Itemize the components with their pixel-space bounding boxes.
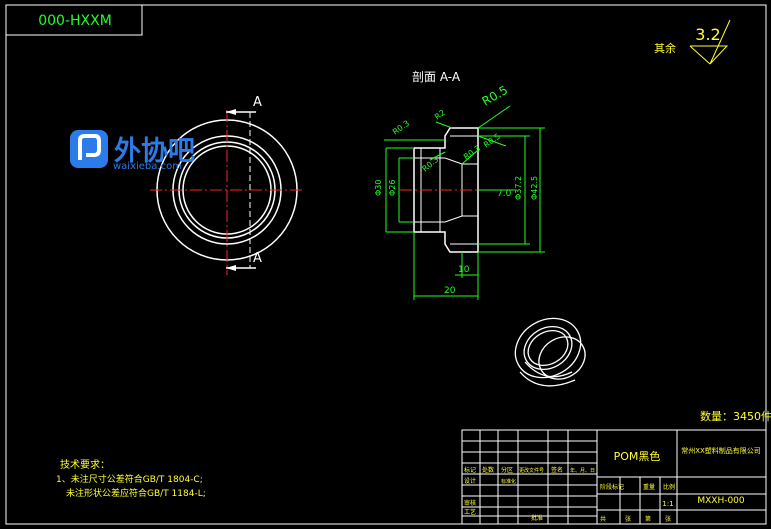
tb-label2-4: 比例 bbox=[663, 483, 675, 491]
dim-phi372: Φ37.2 bbox=[514, 176, 523, 200]
code-box-text: 000-HXXM bbox=[38, 13, 112, 29]
material: POM黑色 bbox=[614, 449, 661, 463]
watermark: 外协吧 waixieba.com bbox=[70, 130, 195, 172]
tb-label3-4: 张 bbox=[625, 515, 631, 523]
tb-label-3: 更改文件号 bbox=[519, 467, 544, 474]
drawing-border bbox=[5, 4, 767, 525]
quantity: 数量：3450件 bbox=[700, 410, 771, 423]
roughness-symbol: 其余 3.2 bbox=[654, 19, 731, 65]
drawing-no: MXXH-000 bbox=[697, 496, 745, 506]
tb-label-5: 年、月、日 bbox=[570, 467, 595, 474]
tech-line2: 未注形状公差应符合GB/T 1184-L; bbox=[66, 487, 206, 499]
tb-label2-2: 阶段标记 bbox=[600, 483, 624, 491]
dim-r03-top: R0.3 bbox=[391, 119, 411, 137]
section-mark-bottom: A bbox=[253, 251, 262, 266]
roughness-label: 其余 bbox=[654, 41, 676, 55]
dim-phi26: Φ26 bbox=[388, 180, 397, 196]
dim-phi425: Φ42.5 bbox=[530, 176, 539, 200]
dim-r05: R0.5 bbox=[480, 83, 511, 109]
title-block-text: POM黑色 常州XX塑料制品有限公司 MXXH-000 1:1 标记 处数 分区… bbox=[464, 446, 761, 523]
code-box: 000-HXXM bbox=[5, 4, 143, 36]
tb-label-1: 处数 bbox=[482, 466, 494, 474]
tb-label2-3: 重量 bbox=[643, 483, 655, 491]
dim-7: 7.0 bbox=[497, 189, 512, 199]
roughness-value: 3.2 bbox=[695, 25, 720, 44]
dimensions bbox=[384, 105, 545, 300]
dim-r03-mid: R0.3 bbox=[462, 144, 482, 162]
tb-label-0: 标记 bbox=[464, 466, 476, 474]
dim-r2: R2 bbox=[433, 108, 447, 121]
scale: 1:1 bbox=[662, 500, 673, 508]
tb-label3-5: 第 bbox=[645, 515, 651, 523]
section-mark-top: A bbox=[253, 95, 262, 110]
dim-20: 20 bbox=[444, 286, 456, 296]
watermark-url: waixieba.com bbox=[113, 161, 182, 172]
tech-requirements: 技术要求： 1、未注尺寸公差符合GB/T 1804-C; 未注形状公差应符合GB… bbox=[56, 458, 206, 499]
front-view: A A bbox=[150, 95, 305, 275]
tb-label3-3: 共 bbox=[600, 515, 606, 523]
tb-label2-1: 标准化 bbox=[501, 478, 516, 485]
section-title: 剖面 A-A bbox=[412, 70, 461, 84]
watermark-brand: 外协吧 bbox=[114, 136, 195, 167]
tb-label3-1: 工艺 bbox=[464, 508, 476, 516]
tb-label3-2: 批准 bbox=[531, 514, 543, 522]
tb-label3-0: 审核 bbox=[464, 499, 476, 507]
tech-heading: 技术要求： bbox=[60, 458, 110, 471]
tb-label3-6: 张 bbox=[665, 515, 671, 523]
tb-label-4: 签名 bbox=[551, 466, 563, 474]
title-block bbox=[461, 429, 767, 525]
tech-line1: 1、未注尺寸公差符合GB/T 1804-C; bbox=[56, 473, 203, 485]
tb-label2-0: 设计 bbox=[464, 477, 476, 485]
dim-phi30: Φ30 bbox=[374, 180, 383, 196]
dim-10: 10 bbox=[458, 265, 470, 275]
isometric-view bbox=[514, 317, 586, 387]
tb-label-2: 分区 bbox=[501, 466, 513, 474]
company: 常州XX塑料制品有限公司 bbox=[681, 446, 761, 455]
dim-r05-right: R0.5 bbox=[482, 132, 502, 150]
